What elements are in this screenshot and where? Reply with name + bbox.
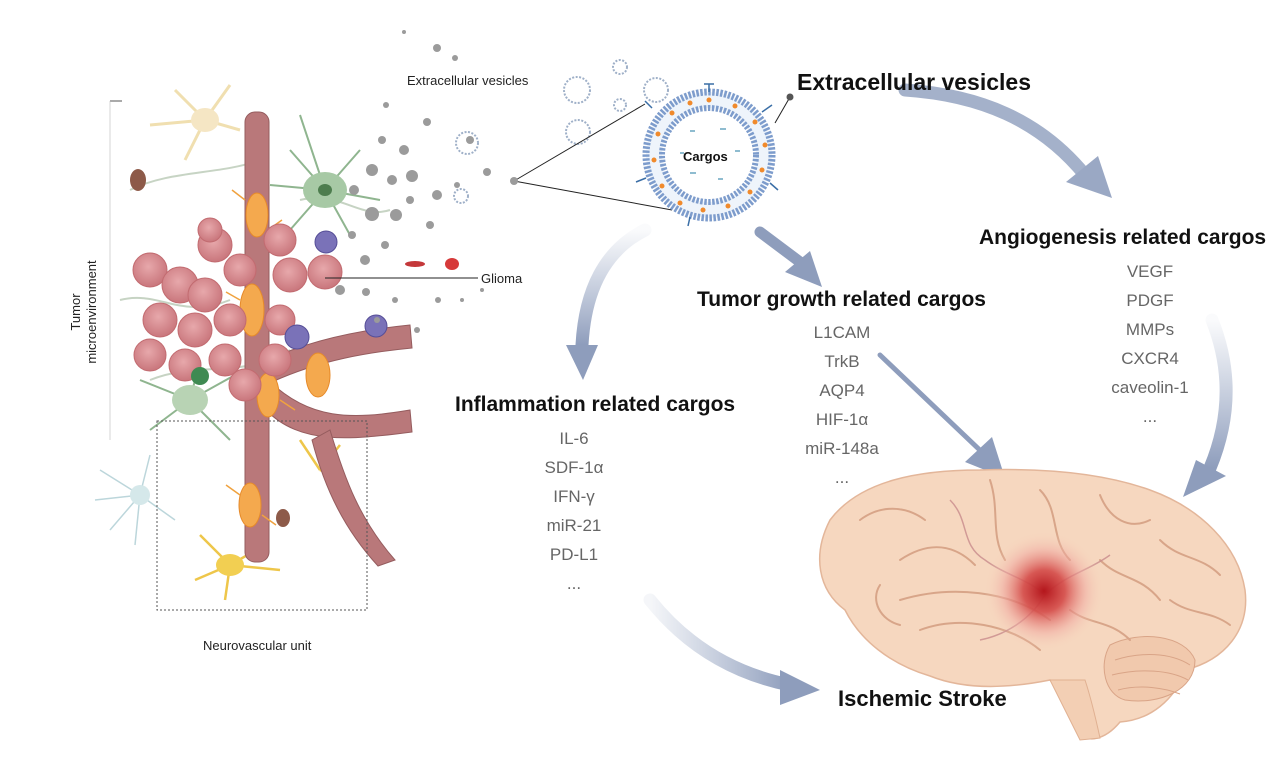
tumor-growth-item: AQP4 bbox=[819, 381, 865, 400]
tumor-microenvironment-line-1: Tumor bbox=[68, 293, 83, 331]
tumor-growth-item: L1CAM bbox=[813, 323, 871, 342]
flow-arrows bbox=[566, 83, 1233, 705]
ischemic-stroke-title: Ischemic Stroke bbox=[838, 686, 1007, 711]
inflammation-item: ... bbox=[566, 574, 582, 593]
angiogenesis-item: MMPs bbox=[1125, 320, 1175, 339]
extracellular-vesicles-small-label: Extracellular vesicles bbox=[407, 73, 529, 88]
inflammation-list: IL-6 SDF-1α IFN-γ miR-21 PD-L1 ... bbox=[504, 424, 644, 598]
tumor-growth-title: Tumor growth related cargos bbox=[697, 288, 986, 311]
tumor-growth-item: TrkB bbox=[824, 352, 860, 371]
angiogenesis-item: CXCR4 bbox=[1121, 349, 1179, 368]
neurovascular-illustration bbox=[94, 84, 478, 611]
extracellular-vesicles-title: Extracellular vesicles bbox=[797, 69, 1031, 95]
angiogenesis-item: ... bbox=[1142, 407, 1158, 426]
angiogenesis-title: Angiogenesis related cargos bbox=[979, 226, 1267, 249]
tumor-growth-list: L1CAM TrkB AQP4 HIF-1α miR-148a ... bbox=[772, 318, 912, 492]
angiogenesis-item: VEGF bbox=[1126, 262, 1174, 281]
tumor-microenvironment-label: Tumor microenvironment bbox=[68, 242, 100, 382]
inflammation-item: PD-L1 bbox=[549, 545, 599, 564]
angiogenesis-list: VEGF PDGF MMPs CXCR4 caveolin-1 ... bbox=[1080, 257, 1220, 431]
tumor-growth-item: ... bbox=[834, 468, 850, 487]
glioma-label: Glioma bbox=[481, 271, 523, 286]
vesicle-diagram bbox=[635, 83, 779, 227]
brain-illustration bbox=[818, 468, 1247, 741]
angiogenesis-item: PDGF bbox=[1126, 291, 1174, 310]
vesicle-scatter bbox=[335, 30, 491, 333]
inflammation-title: Inflammation related cargos bbox=[455, 393, 736, 416]
neurovascular-unit-label: Neurovascular unit bbox=[203, 638, 312, 653]
vesicle-small-rings bbox=[453, 59, 669, 204]
angiogenesis-item: caveolin-1 bbox=[1111, 378, 1189, 397]
cargos-core-label: Cargos bbox=[683, 149, 728, 164]
tumor-growth-item: HIF-1α bbox=[815, 410, 869, 429]
inflammation-item: IFN-γ bbox=[553, 487, 595, 506]
inflammation-item: SDF-1α bbox=[544, 458, 604, 477]
inflammation-item: IL-6 bbox=[559, 429, 589, 448]
inflammation-item: miR-21 bbox=[546, 516, 602, 535]
tumor-microenvironment-line-2: microenvironment bbox=[84, 260, 99, 364]
tumor-growth-item: miR-148a bbox=[805, 439, 879, 458]
